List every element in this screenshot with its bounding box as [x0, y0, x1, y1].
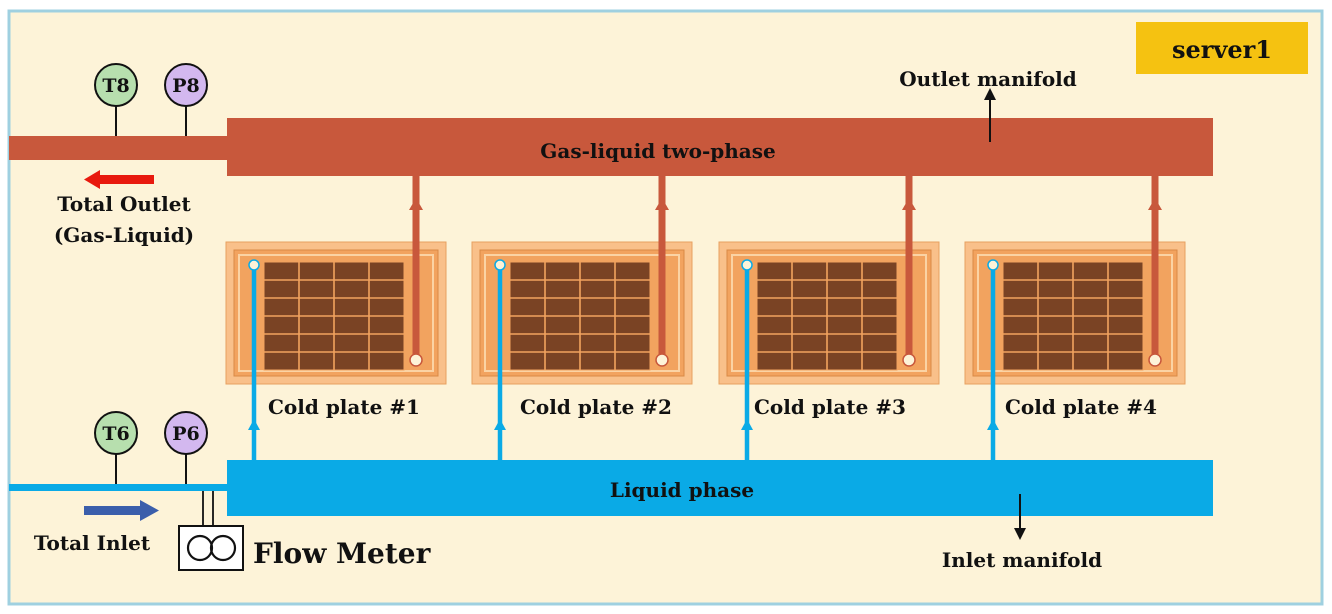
- flow-meter-label: Flow Meter: [253, 537, 432, 570]
- outlet-phase-label: Gas-liquid two-phase: [540, 139, 775, 163]
- t8-sensor: [94, 63, 138, 107]
- total-outlet-label-line2: (Gas-Liquid): [54, 223, 194, 247]
- cold-plate-1-label: Cold plate #1: [268, 395, 420, 419]
- cold-plate-4-inlet-port: [987, 259, 999, 271]
- cold-plate-3-channel: [731, 254, 927, 372]
- cold-plate-4-outlet-port: [1148, 353, 1162, 367]
- total-inlet-arrow-shaft: [84, 506, 142, 515]
- cold-plate-2-outlet-arrow: [655, 198, 669, 210]
- total-outlet-arrow-head: [84, 170, 100, 189]
- cold-plate-3-outlet-arrow: [902, 198, 916, 210]
- cold-plate-2-channel: [484, 254, 680, 372]
- cold-plate-1-channel: [238, 254, 434, 372]
- inlet-manifold-pipe: [227, 460, 1213, 516]
- cold-plate-1-inlet-port: [248, 259, 260, 271]
- server-badge: [1136, 22, 1308, 74]
- cold-plate-3-outlet-port: [902, 353, 916, 367]
- cold-plate-4-channel: [977, 254, 1173, 372]
- t6-sensor: [94, 411, 138, 455]
- cold-plate-4-inlet-arrow: [987, 419, 999, 430]
- cold-plate-2-inlet-arrow: [494, 419, 506, 430]
- cold-plate-3-inlet-arrow: [741, 419, 753, 430]
- cold-plate-2-outlet-port: [655, 353, 669, 367]
- cold-plates: Cold plate #1 Cold plate #2 Cold plate #3 C…: [225, 176, 1186, 460]
- p8-label: P8: [172, 75, 200, 97]
- outlet-manifold-pipe: [227, 118, 1213, 176]
- total-inlet-arrow-head: [140, 500, 159, 521]
- cold-plate-1-inlet-arrow: [248, 419, 260, 430]
- inlet-manifold-pointer-head: [1014, 528, 1026, 540]
- total-outlet-label-line1: Total Outlet: [57, 192, 191, 216]
- cold-plate-3-label: Cold plate #3: [754, 395, 906, 419]
- p6-label: P6: [172, 423, 200, 445]
- total-inlet-label: Total Inlet: [34, 531, 151, 555]
- outlet-manifold-pointer-head: [984, 88, 996, 100]
- cold-plate-1-outlet-port: [409, 353, 423, 367]
- cold-plate-2-inlet-port: [494, 259, 506, 271]
- total-outlet-arrow-shaft: [98, 175, 154, 184]
- flow-meter-rotor-right-icon: [209, 534, 237, 562]
- cold-plate-1-outlet-arrow: [409, 198, 423, 210]
- inlet-phase-label: Liquid phase: [610, 478, 754, 502]
- p6-sensor: [164, 411, 208, 455]
- total-inlet-pipe: [9, 484, 229, 491]
- outlet-manifold-label: Outlet manifold: [899, 67, 1077, 91]
- t6-label: T6: [102, 423, 129, 445]
- server-label: server1: [1172, 35, 1272, 64]
- p8-sensor: [164, 63, 208, 107]
- cold-plate-2-label: Cold plate #2: [520, 395, 672, 419]
- cold-plate-4-label: Cold plate #4: [1005, 395, 1157, 419]
- total-outlet-pipe: [9, 136, 229, 160]
- cold-plate-4-outlet-arrow: [1148, 198, 1162, 210]
- inlet-manifold-label: Inlet manifold: [942, 548, 1102, 572]
- cold-plate-3-inlet-port: [741, 259, 753, 271]
- t8-label: T8: [102, 75, 129, 97]
